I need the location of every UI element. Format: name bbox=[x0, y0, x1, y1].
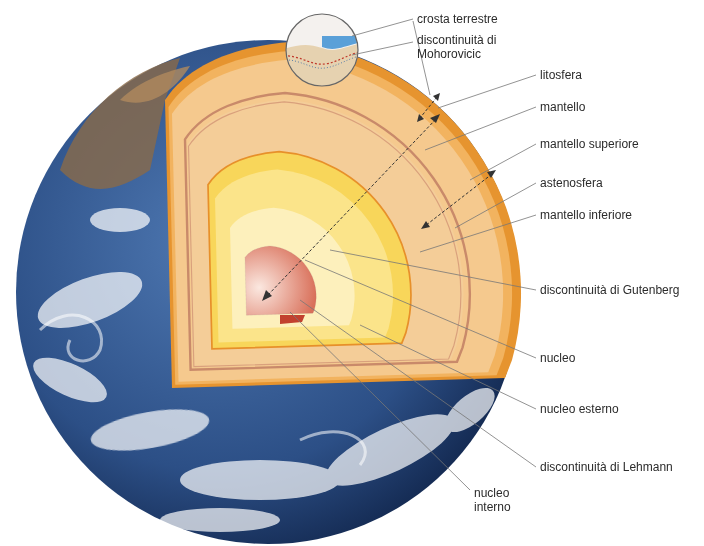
detail-lens bbox=[286, 14, 358, 86]
layer-label: discontinuità di Mohorovicic bbox=[417, 33, 517, 61]
layer-label: crosta terrestre bbox=[417, 12, 498, 26]
mantle-layer bbox=[172, 60, 503, 382]
layer-label: astenosfera bbox=[540, 176, 603, 190]
layer-label: litosfera bbox=[540, 68, 582, 82]
layer-label: mantello bbox=[540, 100, 585, 114]
layer-label: mantello inferiore bbox=[540, 208, 632, 222]
layer-label: mantello superiore bbox=[540, 137, 639, 151]
leader-lines bbox=[290, 19, 536, 490]
inner-core bbox=[245, 246, 316, 315]
asthenosphere-ring bbox=[185, 93, 470, 370]
layer-label: discontinuità di Gutenberg bbox=[540, 283, 679, 297]
layer-label: nucleo interno bbox=[474, 486, 524, 514]
crust-layer bbox=[165, 42, 521, 388]
layer-label: nucleo esterno bbox=[540, 402, 619, 416]
outer-core bbox=[208, 152, 411, 349]
layer-label: nucleo bbox=[540, 351, 575, 365]
layer-label: discontinuità di Lehmann bbox=[540, 460, 673, 474]
